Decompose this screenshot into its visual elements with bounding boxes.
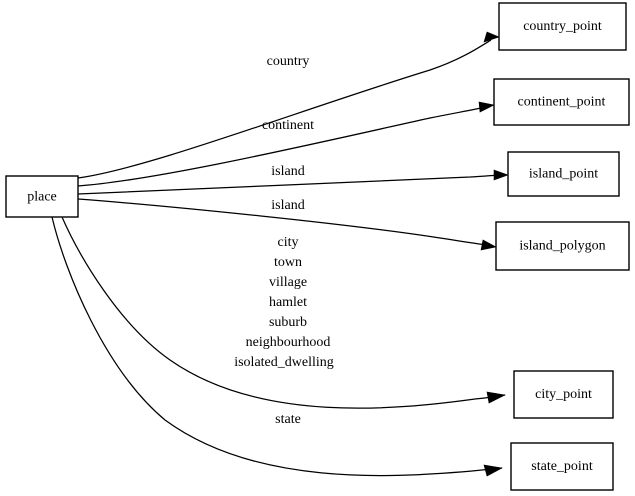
arrowhead-island-polygon (480, 239, 497, 251)
edge-label-city-line-4: suburb (269, 315, 307, 330)
edge-path-city (61, 216, 476, 409)
edge-label-island-polygon: island (271, 198, 304, 213)
edge-label-country: country (267, 54, 310, 69)
node-country-point-box (498, 2, 627, 51)
node-island-point[interactable]: island_point (507, 151, 620, 197)
node-state-point[interactable]: state_point (510, 442, 614, 491)
edge-label-city-line-5: neighbourhood (246, 335, 331, 350)
edge-label-city-line-3: hamlet (269, 295, 307, 310)
node-island-polygon-label: island_polygon (519, 239, 605, 254)
edge-place-island-point[interactable] (77, 169, 509, 195)
node-island-polygon[interactable]: island_polygon (495, 221, 630, 271)
edge-label-layer: country continent island island city tow… (234, 54, 334, 427)
edge-label-continent: continent (262, 118, 314, 133)
edge-label-city-group: city town village hamlet suburb neighbou… (234, 235, 334, 370)
node-continent-point-label: continent_point (518, 95, 606, 110)
edge-place-island-polygon[interactable] (77, 198, 497, 251)
node-state-point-box (510, 442, 614, 491)
node-country-point[interactable]: country_point (498, 2, 627, 51)
edge-layer (51, 31, 509, 477)
node-island-point-box (507, 151, 620, 197)
edge-label-island-point: island (271, 164, 304, 179)
edge-place-city-point[interactable] (61, 216, 506, 409)
node-country-point-label: country_point (523, 19, 602, 34)
node-state-point-label: state_point (531, 459, 593, 474)
edge-path-island-polygon (77, 198, 488, 246)
arrowhead-continent (478, 101, 495, 113)
node-place-label: place (27, 190, 57, 205)
node-city-point-box (513, 370, 614, 419)
node-layer: place country_point continent_point isla… (5, 2, 630, 491)
edge-place-state-point[interactable] (51, 216, 503, 477)
edge-label-state: state (275, 412, 301, 427)
edge-label-city-line-1: town (274, 255, 302, 270)
node-continent-point-box (493, 78, 630, 126)
edge-label-city-line-2: village (269, 275, 307, 290)
node-place[interactable]: place (5, 175, 79, 218)
edge-place-country-point[interactable] (77, 31, 500, 179)
node-continent-point[interactable]: continent_point (493, 78, 630, 126)
arrowhead-state (483, 464, 503, 477)
node-island-point-label: island_point (529, 167, 598, 182)
node-city-point[interactable]: city_point (513, 370, 614, 419)
edge-place-continent-point[interactable] (77, 101, 495, 187)
node-city-point-label: city_point (535, 387, 592, 402)
node-place-box (5, 175, 79, 218)
edge-label-city-line-0: city (278, 235, 299, 250)
edge-path-state-tail (471, 467, 503, 472)
node-island-polygon-box (495, 221, 630, 271)
edge-path-island-point (77, 174, 500, 195)
edge-path-state (51, 216, 473, 477)
edge-label-city-line-6: isolated_dwelling (234, 355, 334, 370)
arrowhead-country (483, 31, 500, 43)
edge-path-continent (77, 106, 487, 187)
edge-path-city-tail (474, 394, 506, 400)
arrowhead-island-point (493, 169, 509, 181)
edge-path-country (77, 39, 492, 179)
